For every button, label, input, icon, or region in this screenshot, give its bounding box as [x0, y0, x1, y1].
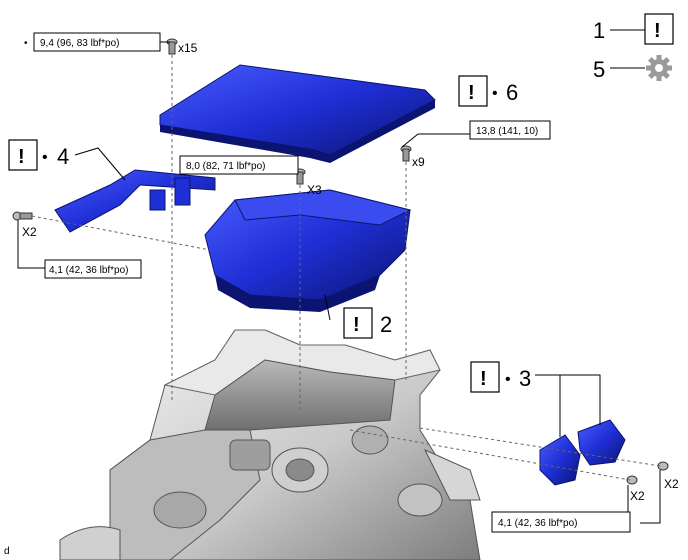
- callout-part-2: ! 2: [343, 307, 392, 339]
- bullet-part-4: •: [42, 149, 48, 166]
- torque-right-top-value: 13,8 (141, 10): [476, 126, 538, 137]
- number-part-2: 2: [380, 312, 392, 337]
- legend-item-5: 5: [593, 55, 672, 82]
- torque-bottom-right-value: 4,1 (42, 36 lbf*po): [498, 518, 578, 529]
- bullet-part-6: •: [492, 85, 498, 102]
- torque-right-top-count: x9: [412, 155, 425, 169]
- caution-symbol-part-4: !: [18, 146, 25, 168]
- callout-part-4: ! • 4: [8, 139, 69, 171]
- torque-top-left: • 9,4 (96, 83 lbf*po) x15: [24, 32, 198, 55]
- bolt-bottom-right-a: [626, 475, 638, 485]
- caution-box-part-2: [343, 307, 373, 339]
- caution-symbol-legend: !: [654, 20, 661, 42]
- caution-symbol-part-3: !: [480, 368, 487, 390]
- number-part-4: 4: [57, 144, 69, 169]
- torque-top-left-value: 9,4 (96, 83 lbf*po): [40, 38, 120, 49]
- legend-number-1: 1: [593, 18, 605, 43]
- number-part-6: 6: [506, 80, 518, 105]
- caution-symbol-part-6: !: [468, 82, 475, 104]
- bolt-left: [12, 211, 33, 221]
- gear-icon: [646, 55, 672, 81]
- part-2-valve-body: [204, 189, 412, 312]
- caution-box-part-6: [458, 75, 488, 107]
- alignment-lines: [31, 55, 661, 481]
- legend-number-5: 5: [593, 57, 605, 82]
- torque-top-left-count: x15: [178, 41, 198, 55]
- callout-part-6: ! • 6: [458, 75, 518, 107]
- caution-box-part-3: [470, 361, 500, 393]
- bullet-part-3: •: [505, 371, 511, 388]
- part-6-cover: [159, 64, 436, 163]
- callout-part-3: ! • 3: [470, 361, 531, 393]
- torque-bottom-right-count-a: X2: [630, 489, 645, 503]
- caution-symbol-part-2: !: [353, 314, 360, 336]
- torque-center-value: 8,0 (82, 71 lbf*po): [186, 161, 266, 172]
- caution-box-legend: [644, 13, 674, 45]
- torque-bottom-right-count-b: X2: [664, 477, 679, 491]
- torque-center: 8,0 (82, 71 lbf*po) X3: [179, 155, 322, 197]
- number-part-3: 3: [519, 366, 531, 391]
- torque-left: X2 4,1 (42, 36 lbf*po): [22, 225, 142, 279]
- torque-left-value: 4,1 (42, 36 lbf*po): [49, 265, 129, 276]
- corner-mark: d: [4, 546, 10, 557]
- torque-center-count: X3: [307, 183, 322, 197]
- part-3-solenoids: [539, 419, 626, 486]
- bolt-top-left: [166, 38, 178, 55]
- bolt-right-top: [400, 145, 412, 162]
- torque-left-count: X2: [22, 225, 37, 239]
- transmission-housing: [59, 329, 481, 560]
- torque-right-top: 13,8 (141, 10) x9: [412, 120, 551, 169]
- torque-bottom-right: X2 X2 4,1 (42, 36 lbf*po): [491, 477, 679, 533]
- torque-top-left-bullet: •: [24, 38, 28, 49]
- legend-item-1: 1 !: [593, 13, 674, 45]
- part-4-tube: [54, 169, 216, 233]
- caution-box-part-4: [8, 139, 38, 171]
